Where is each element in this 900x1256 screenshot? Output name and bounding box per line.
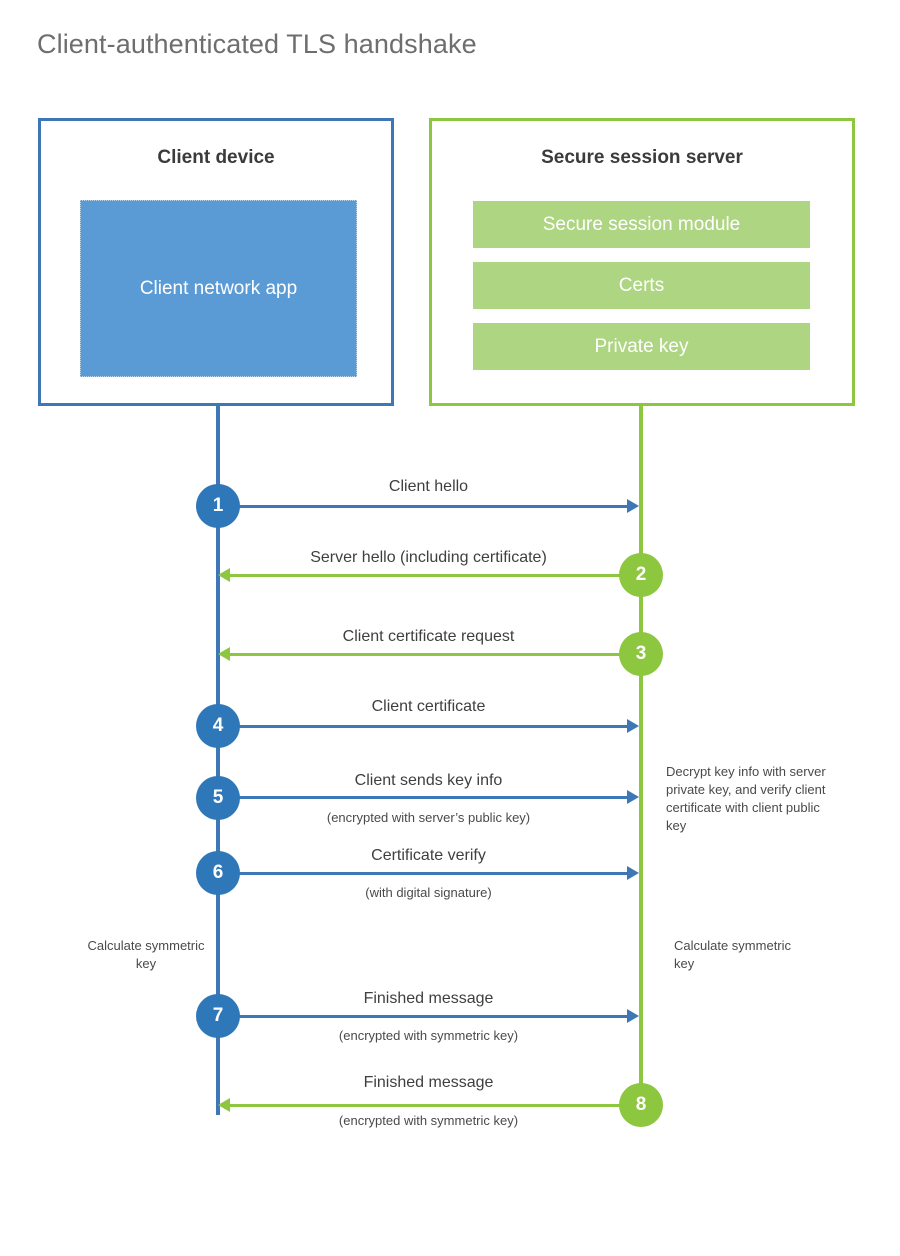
message-6-line <box>218 872 627 875</box>
message-3-label: Client certificate request <box>342 628 515 645</box>
server-module-secure-session-module: Secure session module <box>473 201 810 248</box>
step-badge-2: 2 <box>619 553 663 597</box>
secure-session-server-box: Secure session server Secure session mod… <box>429 118 855 406</box>
step-badge-3: 3 <box>619 632 663 676</box>
server-module-certs: Certs <box>473 262 810 309</box>
message-6-arrowhead-icon <box>627 866 639 880</box>
note-server-calculate-symmetric-key: Calculate symmetric key <box>674 938 792 971</box>
step-badge-1: 1 <box>196 484 240 528</box>
client-network-app-block: Client network app <box>80 200 357 377</box>
client-lifeline <box>216 403 220 1115</box>
note-server-decrypt: Decrypt key info with server private key… <box>666 764 826 833</box>
message-7-arrowhead-icon <box>627 1009 639 1023</box>
message-3-arrowhead-icon <box>218 647 230 661</box>
message-5-sublabel: (encrypted with server’s public key) <box>326 810 531 825</box>
message-1-arrowhead-icon <box>627 499 639 513</box>
message-3-line <box>230 653 639 656</box>
page-title: Client-authenticated TLS handshake <box>37 29 477 59</box>
message-2-arrowhead-icon <box>218 568 230 582</box>
server-lifeline <box>639 403 643 1107</box>
message-5-label: Client sends key info <box>354 772 503 789</box>
message-4-line <box>218 725 627 728</box>
message-7-sublabel: (encrypted with symmetric key) <box>338 1028 519 1043</box>
message-8-sublabel: (encrypted with symmetric key) <box>338 1113 519 1128</box>
note-client-calculate-symmetric-key: Calculate symmetric key <box>87 938 205 971</box>
step-badge-4: 4 <box>196 704 240 748</box>
message-6-label: Certificate verify <box>371 847 486 864</box>
message-6-sublabel: (with digital signature) <box>365 885 492 900</box>
message-7-line <box>218 1015 627 1018</box>
message-7-label: Finished message <box>363 990 494 1007</box>
step-badge-7: 7 <box>196 994 240 1038</box>
message-8-label: Finished message <box>363 1074 494 1091</box>
message-2-label: Server hello (including certificate) <box>310 549 547 566</box>
client-device-title: Client device <box>157 147 275 168</box>
step-badge-5: 5 <box>196 776 240 820</box>
message-1-line <box>218 505 627 508</box>
message-8-line <box>230 1104 639 1107</box>
secure-session-server-title: Secure session server <box>541 147 743 168</box>
client-device-box: Client device Client network app <box>38 118 394 406</box>
message-5-line <box>218 796 627 799</box>
message-2-line <box>230 574 639 577</box>
message-1-label: Client hello <box>388 478 469 495</box>
step-badge-6: 6 <box>196 851 240 895</box>
server-module-private-key: Private key <box>473 323 810 370</box>
message-4-label: Client certificate <box>371 698 486 715</box>
message-5-arrowhead-icon <box>627 790 639 804</box>
step-badge-8: 8 <box>619 1083 663 1127</box>
message-4-arrowhead-icon <box>627 719 639 733</box>
message-8-arrowhead-icon <box>218 1098 230 1112</box>
